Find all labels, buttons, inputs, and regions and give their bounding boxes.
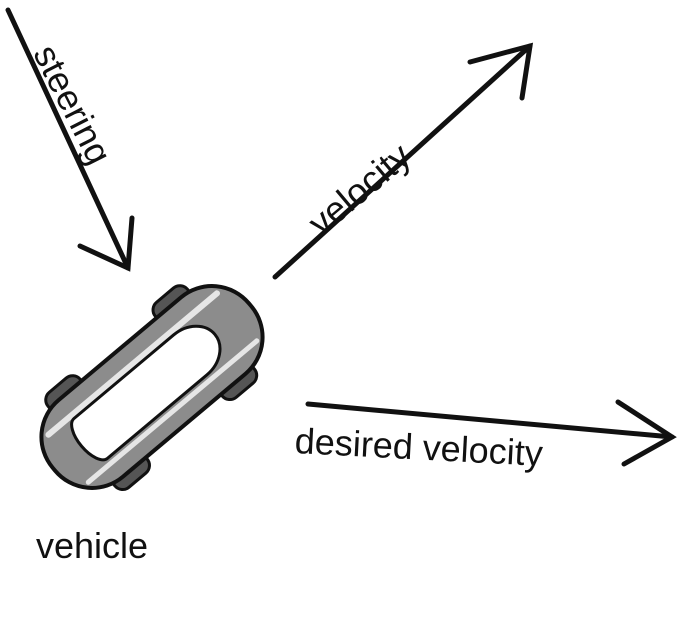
steering-arrow-shaft xyxy=(5,7,131,271)
velocity-arrowhead xyxy=(467,42,534,101)
desired-velocity-arrow-shaft xyxy=(305,401,675,440)
car-highlight-top xyxy=(45,290,220,438)
steering-arrow xyxy=(5,7,135,272)
steering-arrowhead xyxy=(77,215,135,272)
car-highlight-bottom xyxy=(85,338,260,485)
vehicle-car-icon xyxy=(39,284,265,492)
desired-velocity-arrowhead xyxy=(615,399,677,467)
velocity-arrow xyxy=(272,42,534,280)
car-cabin xyxy=(70,324,222,462)
desired-velocity-arrow xyxy=(305,399,677,467)
velocity-arrow-shaft xyxy=(272,43,533,280)
vehicle-label: vehicle xyxy=(36,525,149,566)
